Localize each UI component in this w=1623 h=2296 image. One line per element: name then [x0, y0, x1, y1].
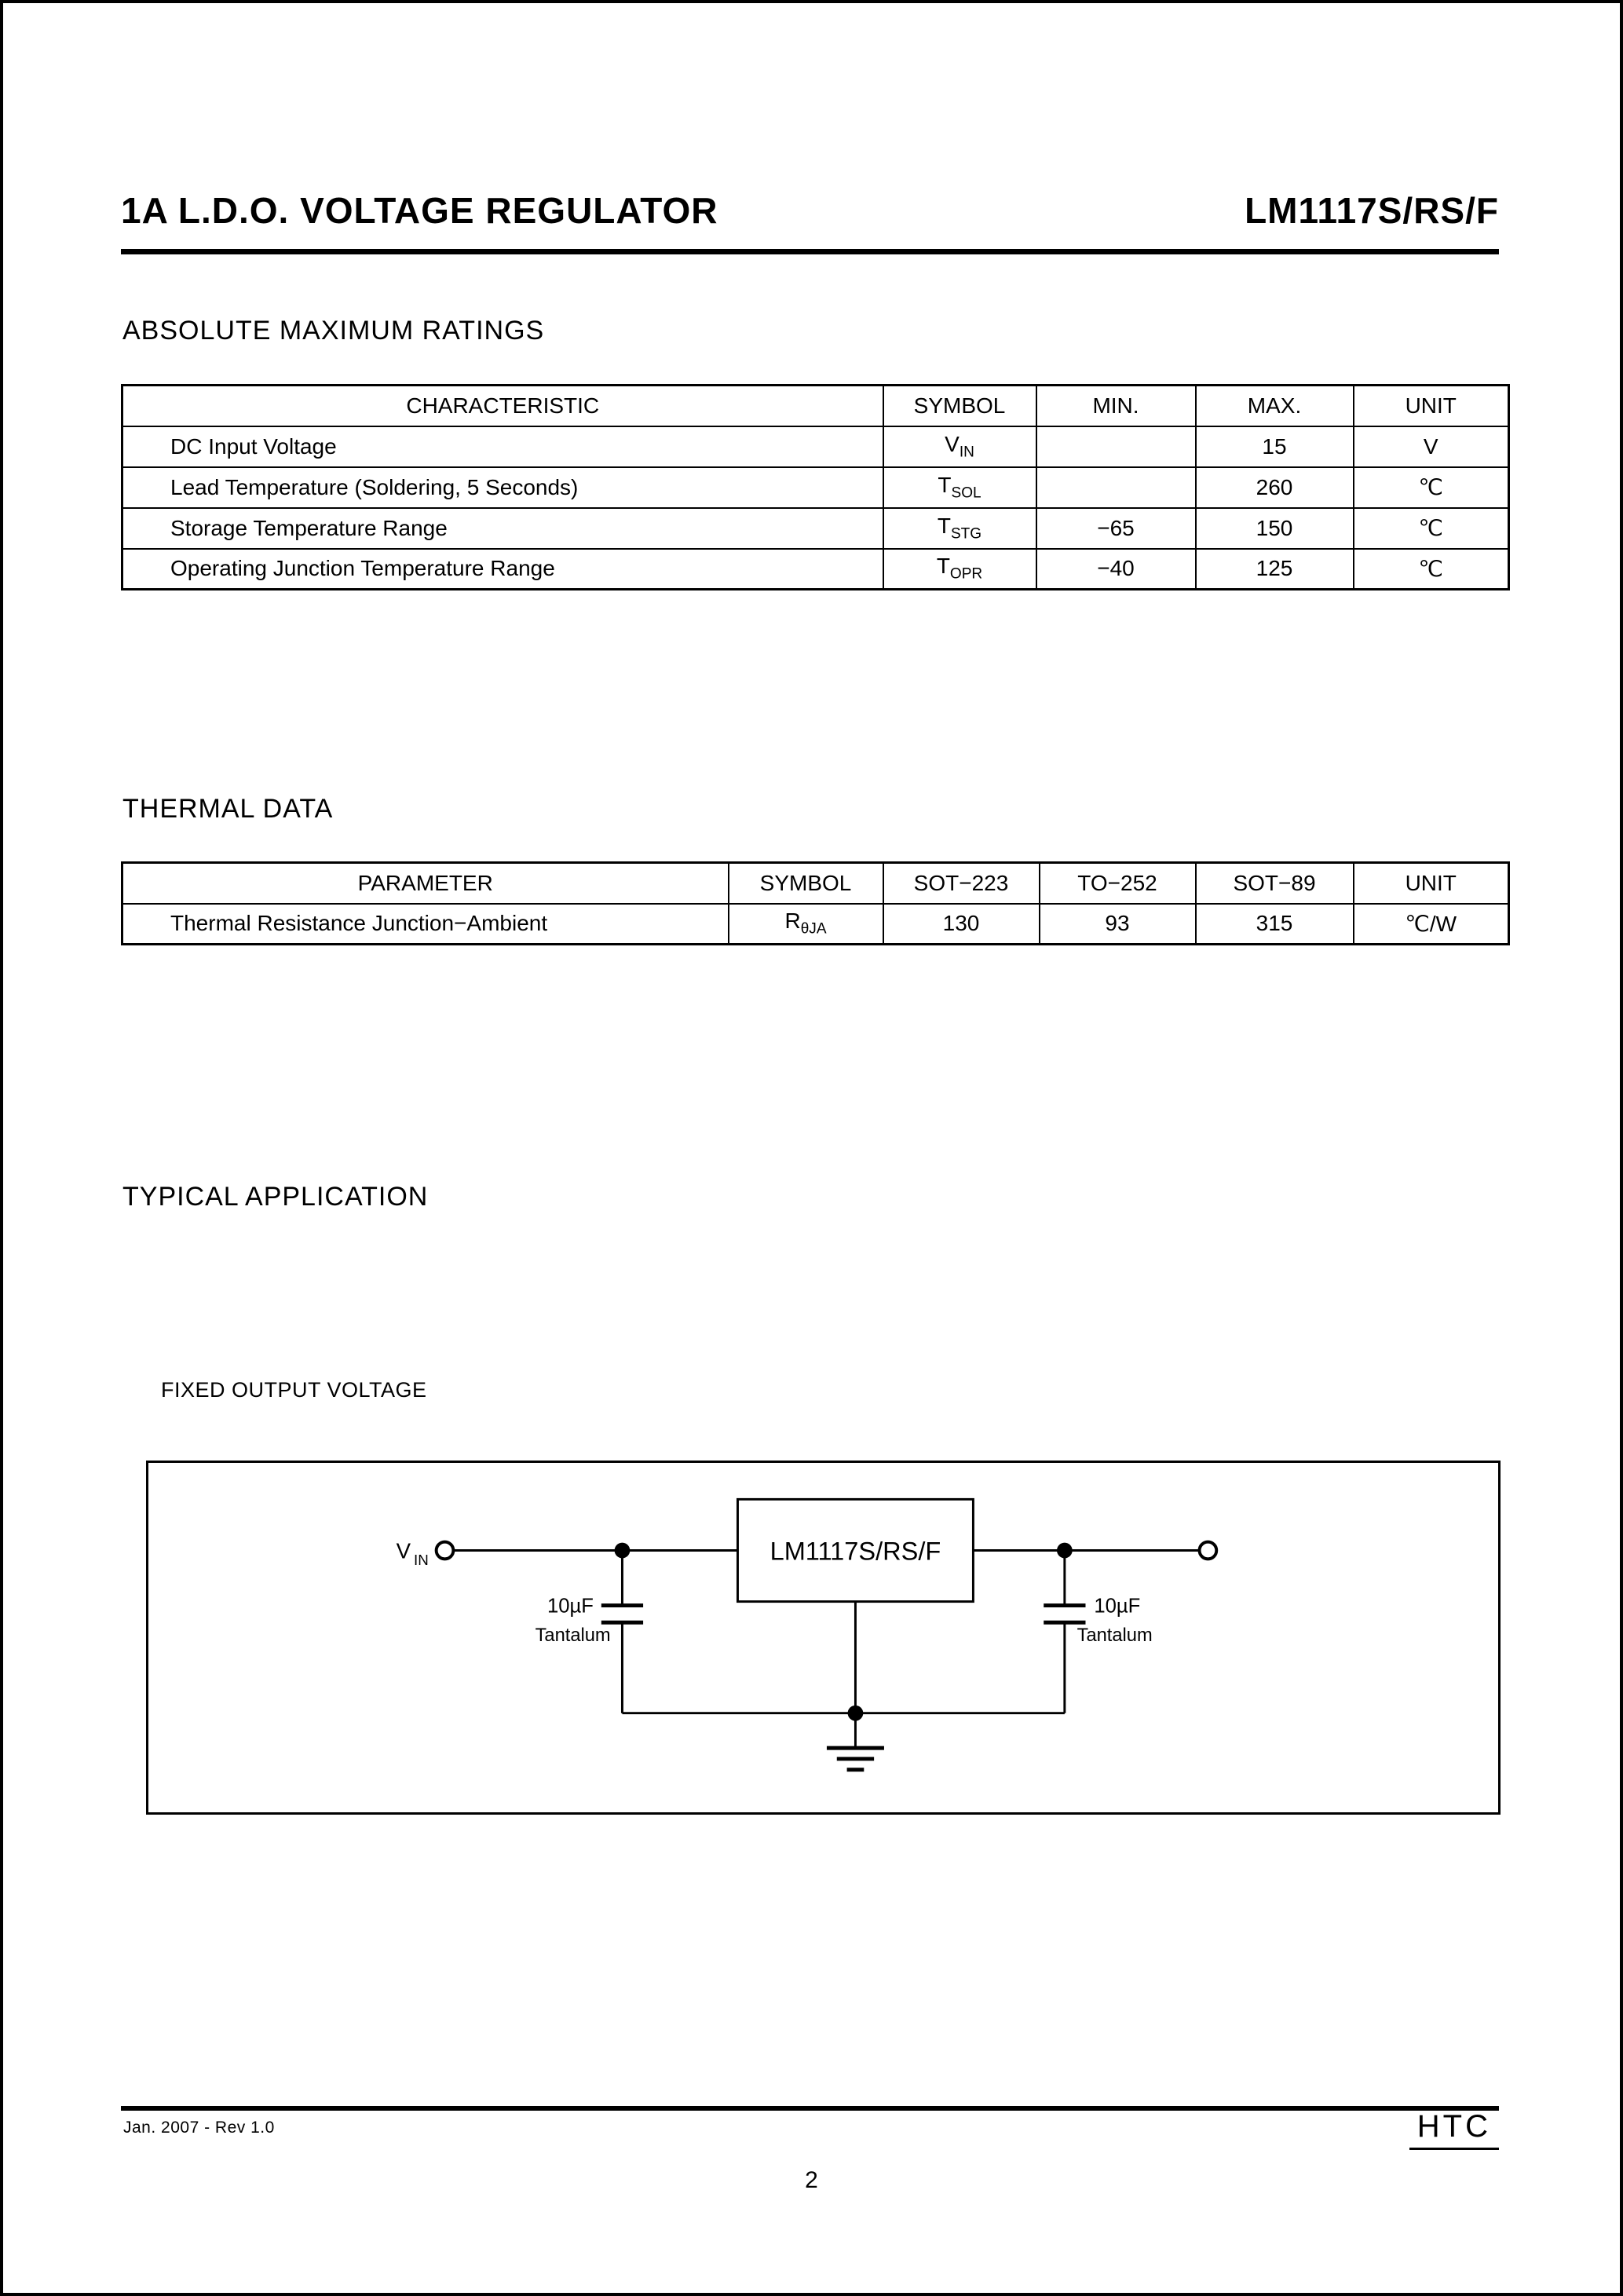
table-header-cell: SOT−223 [882, 861, 1040, 905]
vin-label: V [397, 1538, 411, 1563]
page-header: 1A L.D.O. VOLTAGE REGULATOR LM1117S/RS/F [121, 189, 1499, 232]
part-number-title: LM1117S/RS/F [1245, 190, 1499, 231]
table-cell: ℃ [1352, 466, 1510, 509]
table-header-cell: UNIT [1352, 384, 1510, 427]
regulator-box [736, 1497, 974, 1603]
document-title: 1A L.D.O. VOLTAGE REGULATOR [121, 190, 718, 231]
table-cell: TSOL [882, 466, 1037, 509]
table-row: Lead Temperature (Soldering, 5 Seconds)T… [121, 466, 1510, 509]
table-header-cell: UNIT [1352, 861, 1510, 905]
circuit-wires [453, 1549, 1200, 1747]
table-cell: ℃ [1352, 547, 1510, 590]
table-cell: ℃ [1352, 506, 1510, 550]
typical-application-figure: LM1117S/RS/F V IN 10µF Tantalum 10µF Tan… [146, 1461, 1501, 1815]
header-rule [121, 249, 1499, 254]
output-capacitor-value-label: 10µF [1094, 1595, 1140, 1617]
regulator-label: LM1117S/RS/F [770, 1537, 941, 1565]
table-header-cell: MAX. [1194, 384, 1354, 427]
junction-dot [614, 1542, 631, 1559]
output-capacitor-type-label: Tantalum [1077, 1625, 1153, 1646]
application-circuit-diagram: LM1117S/RS/F V IN 10µF Tantalum 10µF Tan… [397, 1497, 1219, 1772]
table-header-cell: MIN. [1035, 384, 1197, 427]
table-header-cell: TO−252 [1038, 861, 1197, 905]
table-cell: 150 [1194, 506, 1354, 550]
table-header-cell: SOT−89 [1194, 861, 1354, 905]
table-cell: 130 [882, 902, 1040, 945]
revision-label: Jan. 2007 - Rev 1.0 [123, 2119, 275, 2137]
section-heading-typical-application: TYPICAL APPLICATION [122, 1182, 429, 1212]
table-header-cell: SYMBOL [882, 384, 1037, 427]
vin-label-subscript: IN [414, 1552, 429, 1568]
table-cell: Thermal Resistance Junction−Ambient [121, 902, 729, 945]
table-cell: 125 [1194, 547, 1354, 590]
junction-dot [847, 1705, 864, 1721]
output-capacitor-icon [1044, 1603, 1086, 1625]
input-capacitor-type-label: Tantalum [536, 1625, 611, 1646]
table-cell: −40 [1035, 547, 1197, 590]
table-header-cell: CHARACTERISTIC [121, 384, 884, 427]
ground-icon [826, 1746, 884, 1772]
input-capacitor-value-label: 10µF [547, 1595, 594, 1617]
input-capacitor-icon [601, 1603, 644, 1625]
table-cell: 93 [1038, 902, 1197, 945]
page-number: 2 [805, 2167, 818, 2193]
table-cell: −65 [1035, 506, 1197, 550]
table-cell: Operating Junction Temperature Range [121, 547, 884, 590]
junction-dot [1056, 1542, 1073, 1559]
input-terminal-icon [434, 1540, 455, 1561]
table-cell [1035, 466, 1197, 509]
table-cell: 315 [1194, 902, 1354, 945]
table-cell: Storage Temperature Range [121, 506, 884, 550]
table-cell: Lead Temperature (Soldering, 5 Seconds) [121, 466, 884, 509]
section-heading-absolute-maximum-ratings: ABSOLUTE MAXIMUM RATINGS [122, 316, 545, 345]
table-cell: ℃/W [1352, 902, 1510, 945]
table-cell: 15 [1194, 425, 1354, 468]
footer-rule [121, 2106, 1499, 2111]
fixed-output-voltage-label: FIXED OUTPUT VOLTAGE [161, 1378, 427, 1402]
company-logo: HTC [1409, 2109, 1499, 2150]
table-cell: 260 [1194, 466, 1354, 509]
table-cell: V [1352, 425, 1510, 468]
table-cell: VIN [882, 425, 1037, 468]
output-terminal-icon [1197, 1540, 1219, 1561]
table-cell: DC Input Voltage [121, 425, 884, 468]
table-cell: TOPR [882, 547, 1037, 590]
table-cell [1035, 425, 1197, 468]
table-cell: TSTG [882, 506, 1037, 550]
table-cell: RθJA [727, 902, 884, 945]
section-heading-thermal-data: THERMAL DATA [122, 794, 334, 824]
table-header-cell: SYMBOL [727, 861, 884, 905]
table-header-cell: PARAMETER [121, 861, 729, 905]
